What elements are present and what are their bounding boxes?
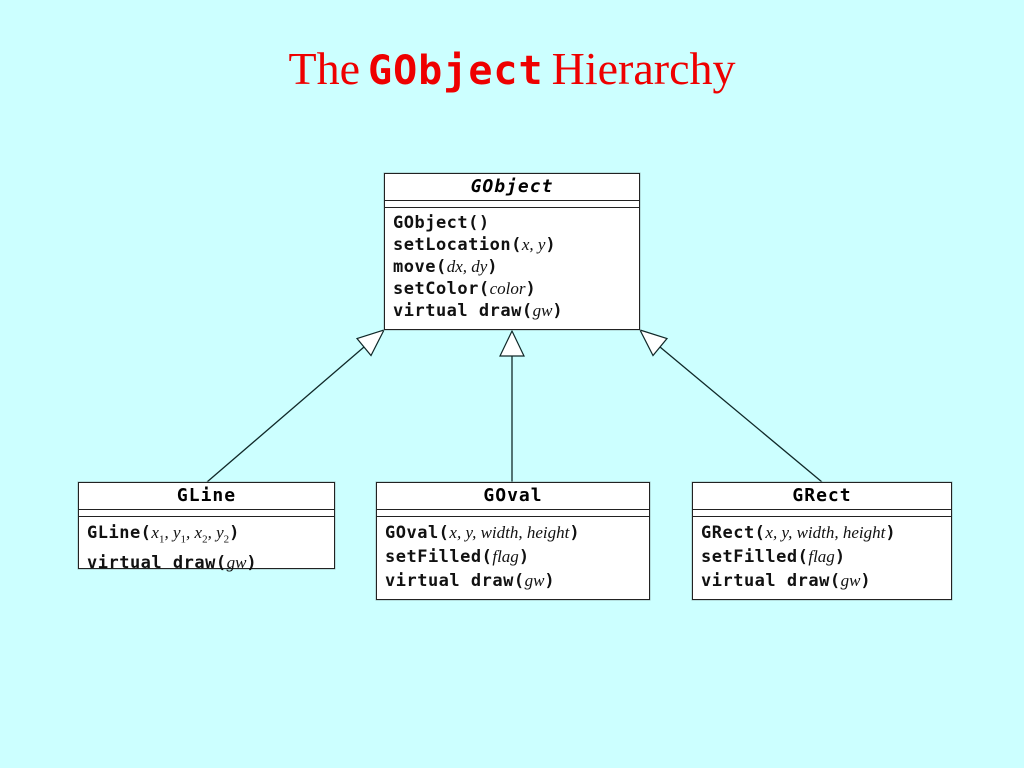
method-line: setLocation(x, y) <box>393 235 557 255</box>
class-box-gobject: GObject GObject()setLocation(x, y)move(d… <box>384 173 640 330</box>
class-header: GOval <box>377 483 649 510</box>
class-box-goval: GOval GOval(x, y, width, height) setFille… <box>376 482 650 600</box>
class-header: GLine <box>79 483 334 510</box>
method-line: GRect(x, y, width, height) <box>701 523 897 543</box>
method-line: GLine(x1, y1, x2, y2) <box>87 523 240 546</box>
inheritance-arrow-goval <box>499 329 525 482</box>
method-line: setColor(color) <box>393 279 537 299</box>
method-line: setFilled(flag) <box>701 547 846 567</box>
title-prefix: The <box>288 43 361 94</box>
method-line: setFilled(flag) <box>385 547 530 567</box>
methods-compartment: GRect(x, y, width, height) setFilled(flag… <box>693 517 951 595</box>
class-name: GOval <box>483 485 543 506</box>
class-name: GLine <box>176 485 237 506</box>
inheritance-arrow-gline <box>206 328 386 483</box>
method-line: GObject() <box>393 213 490 233</box>
method-line: virtual draw(gw) <box>701 571 872 591</box>
class-name: GObject <box>470 176 554 197</box>
method-line: GOval(x, y, width, height) <box>385 523 581 543</box>
hollow-triangle-icon <box>499 329 525 357</box>
class-box-gline: GLine GLine(x1, y1, x2, y2) virtual draw(… <box>78 482 335 573</box>
class-box-grect: GRect GRect(x, y, width, height) setFille… <box>692 482 952 600</box>
methods-compartment: GLine(x1, y1, x2, y2) virtual draw(gw) <box>79 517 334 577</box>
hollow-triangle-icon <box>638 328 669 357</box>
title-code-word: GObject <box>368 48 544 94</box>
method-line: virtual draw(gw) <box>393 301 564 321</box>
hollow-triangle-icon <box>355 328 386 357</box>
methods-compartment: GOval(x, y, width, height) setFilled(flag… <box>377 517 649 595</box>
class-header: GRect <box>693 483 951 510</box>
attributes-compartment-empty <box>377 510 649 517</box>
method-line: virtual draw(gw) <box>87 553 258 574</box>
methods-compartment: GObject()setLocation(x, y)move(dx, dy)se… <box>385 208 639 324</box>
attributes-compartment-empty <box>79 510 334 517</box>
attributes-compartment-empty <box>385 201 639 208</box>
class-header: GObject <box>385 174 639 201</box>
class-name: GRect <box>792 485 852 506</box>
title-suffix: Hierarchy <box>551 43 736 94</box>
method-line: virtual draw(gw) <box>385 571 556 591</box>
method-line: move(dx, dy) <box>393 257 499 277</box>
inheritance-arrow-grect <box>638 328 823 483</box>
attributes-compartment-empty <box>693 510 951 517</box>
